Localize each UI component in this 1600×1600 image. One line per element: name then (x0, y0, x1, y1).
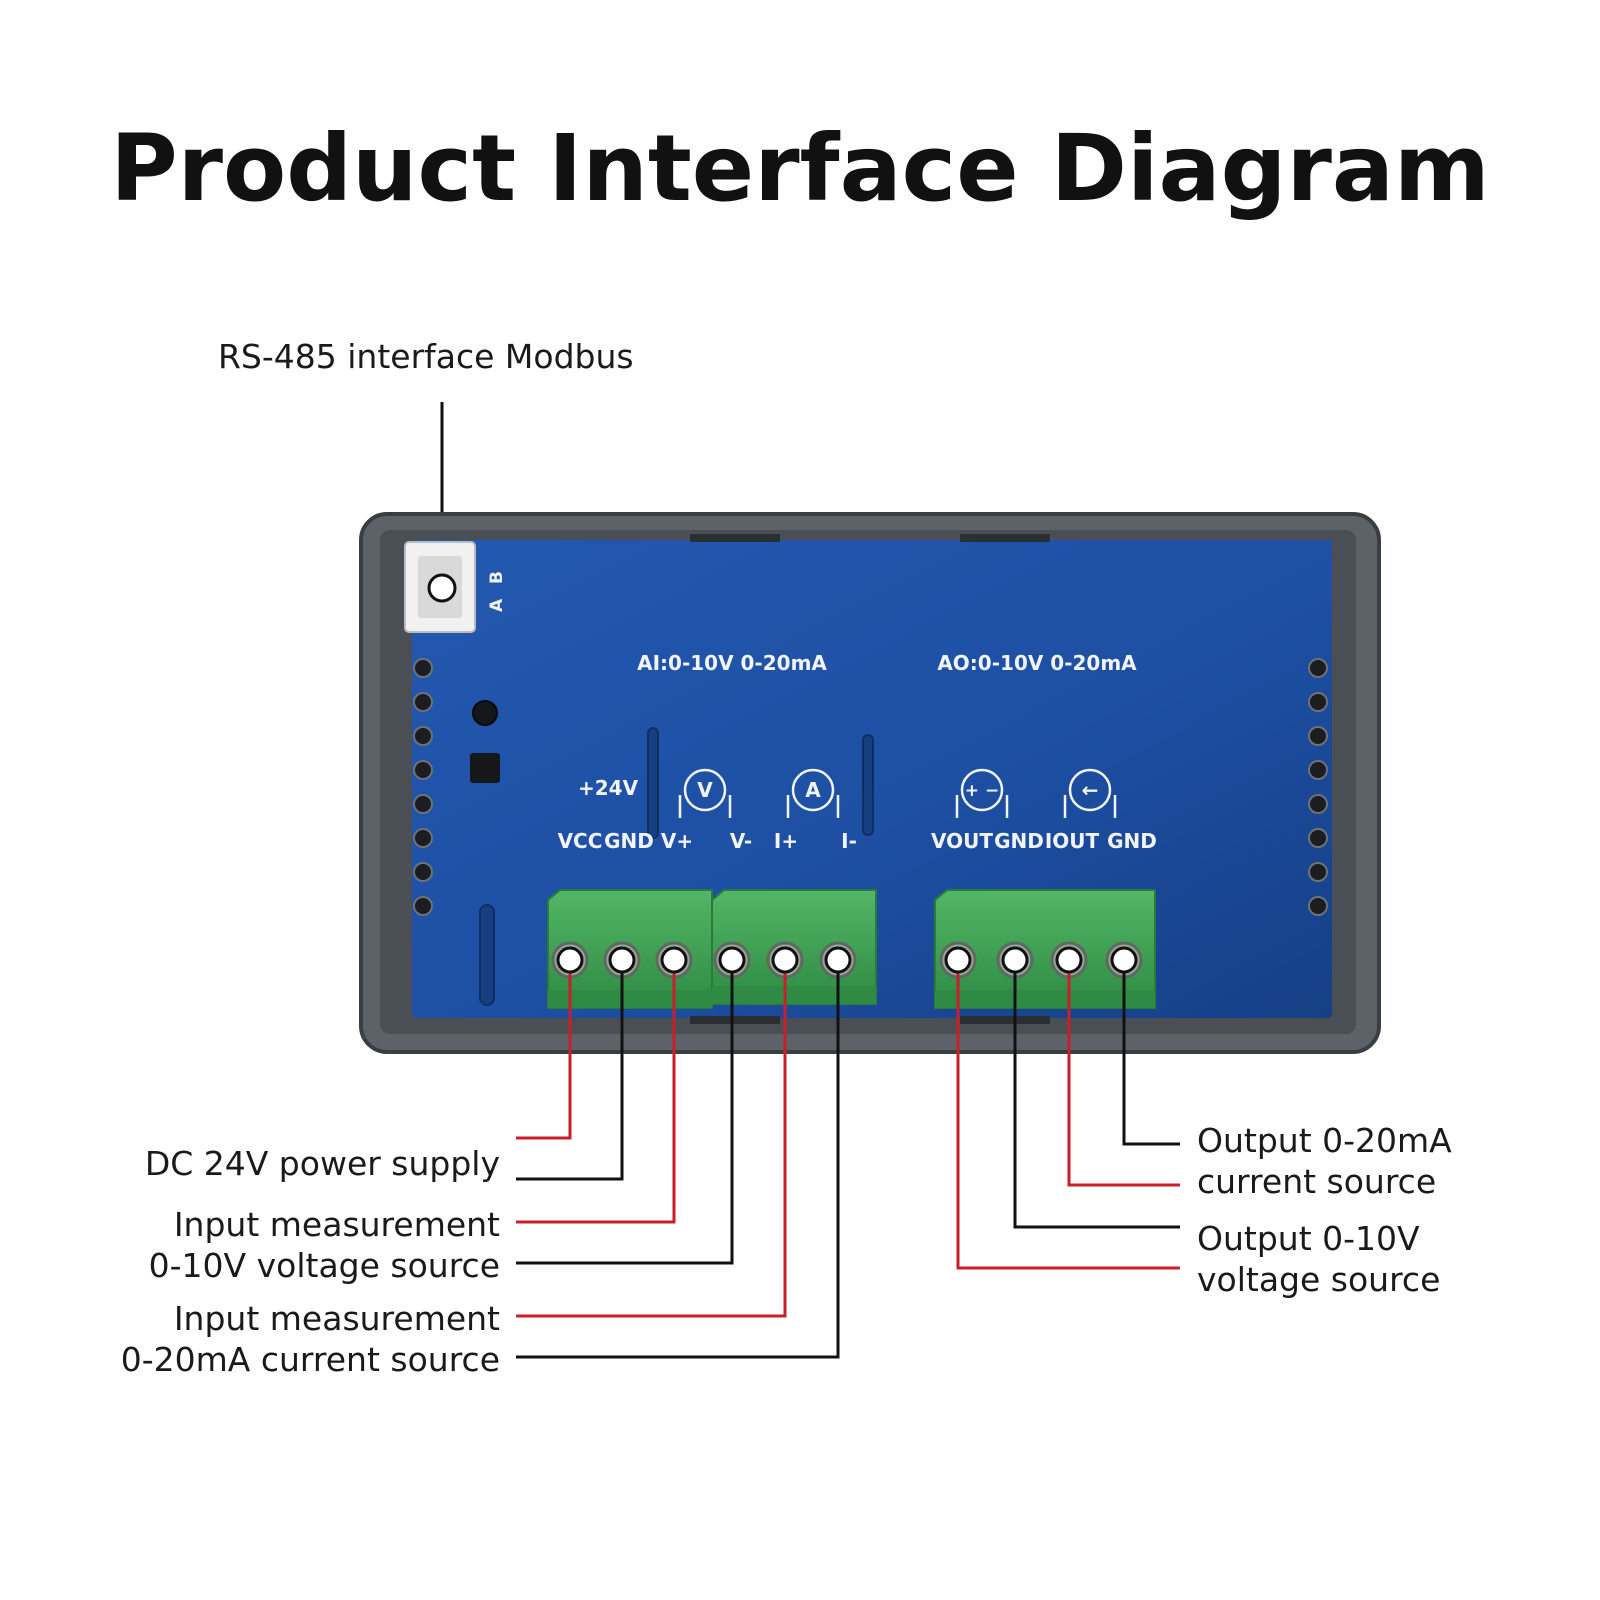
callout-voltage-input-line2: 0-10V voltage source (149, 1246, 500, 1285)
voltmeter-symbol: V (678, 768, 732, 818)
callout-wire (516, 972, 734, 1265)
left-pin-header (413, 658, 433, 916)
side-pin (1308, 726, 1328, 746)
side-pin (1308, 794, 1328, 814)
callout-current-output-line1: Output 0-20mA (1197, 1121, 1452, 1160)
voltage-source-sign: + − (965, 781, 999, 801)
side-pin (413, 828, 433, 848)
terminal-label-i-plus: I+ (774, 829, 798, 853)
terminal-callout-dot (1110, 946, 1138, 974)
side-pin (1308, 760, 1328, 780)
rs485-callout-dot (427, 573, 457, 603)
page-title: Product Interface Diagram (110, 115, 1490, 222)
callout-wire (516, 972, 624, 1181)
ao-range-label: AO:0-10V 0-20mA (937, 651, 1137, 675)
pcb-button-round (472, 700, 498, 726)
callout-wire (1067, 972, 1180, 1187)
side-pin (413, 862, 433, 882)
terminal-label-v-plus: V+ (661, 829, 693, 853)
callout-wire (1013, 972, 1180, 1229)
pcb-slot (647, 727, 659, 839)
current-source-symbol: ← (1063, 768, 1117, 818)
side-pin (413, 794, 433, 814)
ammeter-letter: A (805, 778, 821, 802)
connector-letter-a: A (487, 598, 507, 612)
terminal-callout-dot (556, 946, 584, 974)
pcb-top-edge-connector (960, 534, 1050, 542)
pcb-bottom-edge-connector (960, 1016, 1050, 1024)
callout-wire (516, 972, 572, 1140)
side-pin (413, 658, 433, 678)
plus24v-label: +24V (578, 776, 639, 800)
side-pin (1308, 658, 1328, 678)
connector-letter-b: B (487, 571, 507, 584)
side-pin (413, 692, 433, 712)
terminal-callout-dot (1001, 946, 1029, 974)
callout-wire (516, 972, 840, 1359)
terminal-label-v-minus: V- (730, 829, 752, 853)
right-pin-header (1308, 658, 1328, 916)
terminal-label-vcc: VCC (558, 829, 603, 853)
side-pin (413, 726, 433, 746)
terminal-callout-dot (660, 946, 688, 974)
callout-voltage-output-line1: Output 0-10V (1197, 1219, 1420, 1258)
terminal-label-gnd: GND (604, 829, 654, 853)
terminal-callout-dot (1055, 946, 1083, 974)
pcb-bottom-edge-connector (690, 1016, 780, 1024)
current-source-arrow: ← (1082, 778, 1099, 802)
voltmeter-letter: V (697, 778, 713, 802)
ammeter-symbol: A (786, 768, 840, 818)
output-terminal-block (934, 889, 1156, 1009)
terminal-label-gnd-out-2: GND (1107, 829, 1157, 853)
terminal-callout-dot (944, 946, 972, 974)
side-pin (1308, 828, 1328, 848)
side-pin (1308, 896, 1328, 916)
pcb-slot (479, 904, 495, 1006)
side-pin (1308, 862, 1328, 882)
side-pin (413, 760, 433, 780)
terminal-callout-dot (608, 946, 636, 974)
callout-wire (516, 972, 787, 1318)
terminal-label-i-minus: I- (841, 829, 857, 853)
pcb-button-square (470, 753, 500, 783)
ai-range-label: AI:0-10V 0-20mA (637, 651, 827, 675)
terminal-callout-dots (556, 946, 1138, 974)
pcb-slot (862, 734, 874, 836)
terminal-label-iout: IOUT (1045, 829, 1100, 853)
terminal-callout-dot (718, 946, 746, 974)
pcb-top-edge-connector (690, 534, 780, 542)
callout-dc-power: DC 24V power supply (145, 1144, 500, 1183)
callout-voltage-output-line2: voltage source (1197, 1260, 1440, 1299)
callout-wire (956, 972, 1180, 1270)
terminal-label-vout: VOUT (931, 829, 993, 853)
side-pin (1308, 692, 1328, 712)
callout-wire (1122, 972, 1180, 1146)
callout-voltage-input-line1: Input measurement (174, 1205, 500, 1244)
side-pin (413, 896, 433, 916)
terminal-callout-dot (824, 946, 852, 974)
terminal-label-gnd-out: GND (994, 829, 1044, 853)
callout-current-input-line1: Input measurement (174, 1299, 500, 1338)
callout-current-output-line2: current source (1197, 1162, 1436, 1201)
terminal-callout-dot (771, 946, 799, 974)
rs485-label: RS-485 interface Modbus (218, 337, 634, 376)
voltage-source-symbol: + − (955, 768, 1009, 818)
callout-wires (516, 972, 1180, 1359)
callout-wire (516, 972, 676, 1224)
callout-current-input-line2: 0-20mA current source (121, 1340, 500, 1379)
